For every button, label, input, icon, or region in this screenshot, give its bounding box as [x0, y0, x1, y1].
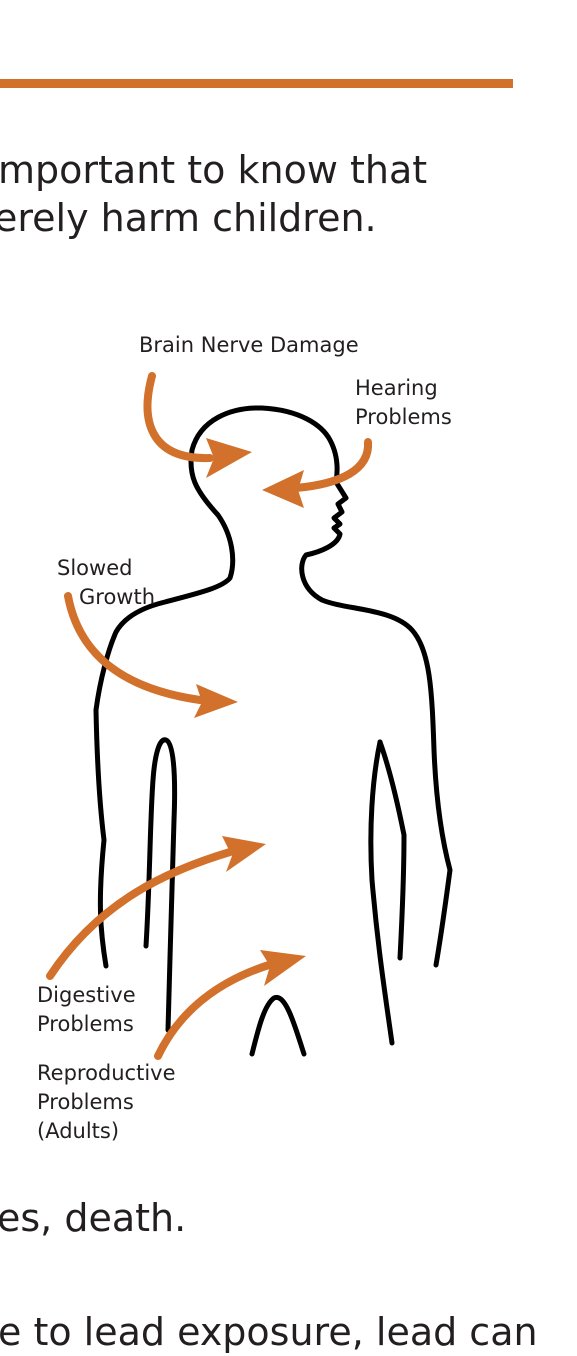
- body-diagram: [0, 320, 577, 1160]
- label-growth: Slowed Growth: [57, 554, 155, 612]
- intro-line-1: mportant to know that: [0, 146, 577, 194]
- label-brain: Brain Nerve Damage: [139, 331, 359, 360]
- label-reproductive-line-1: Reproductive: [37, 1061, 176, 1085]
- label-hearing-line-1: Hearing: [355, 376, 438, 400]
- accent-rule: [0, 79, 513, 88]
- label-hearing: Hearing Problems: [355, 374, 452, 432]
- bottom-line-1: es, death.: [0, 1194, 189, 1242]
- brain-arrow-head: [206, 438, 252, 478]
- hearing-arrow-head: [262, 470, 304, 508]
- label-digestive: Digestive Problems: [37, 981, 136, 1039]
- digestive-arrow-head: [222, 836, 266, 872]
- label-brain-text: Brain Nerve Damage: [139, 333, 359, 357]
- reproductive-arrow-head: [260, 950, 306, 986]
- bottom-line-2: e to lead exposure, lead can: [0, 1308, 540, 1356]
- label-digestive-line-1: Digestive: [37, 983, 136, 1007]
- body-diagram-svg: [46, 372, 453, 1060]
- intro-line-1-text: mportant to know that: [0, 148, 428, 192]
- brain-arrow-shaft: [143, 372, 214, 463]
- crotch-outline: [249, 995, 307, 1057]
- label-hearing-line-2: Problems: [355, 405, 452, 429]
- hearing-arrow-shaft: [292, 438, 373, 492]
- growth-arrow-shaft: [64, 592, 204, 704]
- label-reproductive: Reproductive Problems (Adults): [37, 1059, 176, 1146]
- reproductive-arrow-shaft: [154, 960, 276, 1060]
- label-reproductive-line-2: Problems: [37, 1090, 134, 1114]
- label-reproductive-line-3: (Adults): [37, 1119, 120, 1143]
- label-growth-line-2: Growth: [79, 585, 156, 609]
- right-arm-inner-edge: [377, 739, 407, 961]
- digestive-arrow-shaft: [46, 848, 234, 980]
- growth-arrow-head: [194, 684, 238, 718]
- label-growth-line-1: Slowed: [57, 556, 133, 580]
- intro-line-2: erely harm children.: [0, 194, 577, 242]
- bottom-line-1-text: es, death.: [0, 1196, 187, 1240]
- bottom-line-2-text: e to lead exposure, lead can: [0, 1310, 538, 1354]
- left-arm-inner: [143, 737, 178, 1033]
- body-outline: [93, 405, 453, 969]
- intro-line-2-text: erely harm children.: [0, 196, 377, 240]
- label-digestive-line-2: Problems: [37, 1012, 134, 1036]
- right-arm-inner: [368, 739, 395, 1046]
- intro-paragraph: mportant to know that erely harm childre…: [0, 146, 577, 242]
